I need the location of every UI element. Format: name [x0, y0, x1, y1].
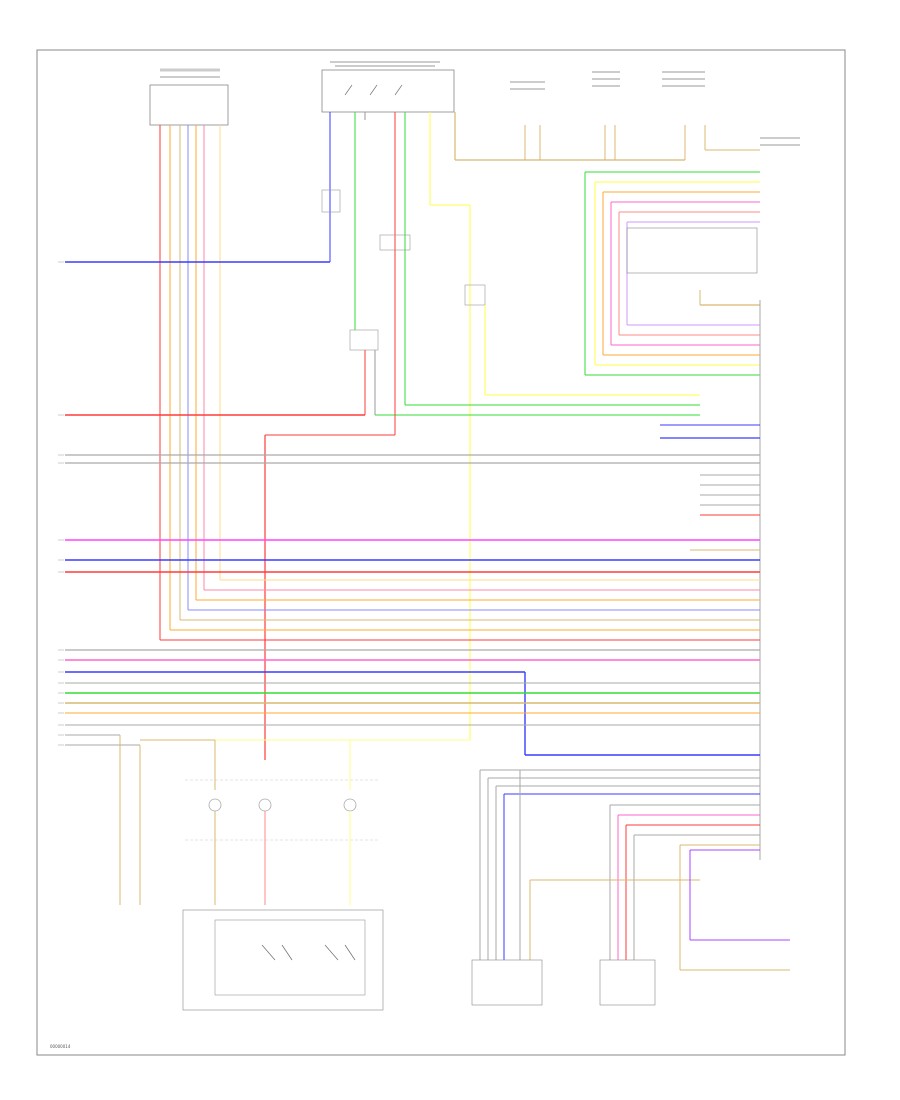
diagram-border: [36, 49, 846, 1056]
center-module-wires: [329, 112, 760, 740]
mid-switches: [321, 189, 486, 351]
top-right-connectors: [510, 71, 800, 146]
transmission-range-switch: [182, 779, 384, 1011]
bottom-right-sensors: [471, 769, 790, 1006]
left-terminal-marks: [58, 261, 64, 746]
right-top-module: [584, 171, 760, 376]
mid-vertical-wires: [264, 180, 700, 760]
top-left-connector: [149, 68, 229, 126]
bottom-left-wires: [119, 735, 351, 905]
footer-id: 00000014: [50, 1044, 71, 1049]
main-horizontal-wires: [65, 414, 760, 756]
top-center-module: [321, 61, 455, 113]
left-connector-wires: [159, 125, 221, 640]
